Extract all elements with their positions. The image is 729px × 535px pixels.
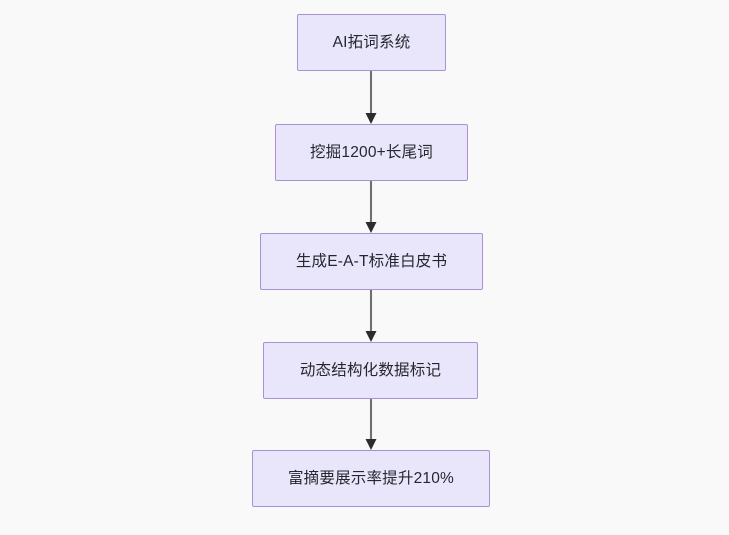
edge-n2-n3 bbox=[365, 181, 377, 233]
flow-node-generate-eat-whitepaper[interactable]: 生成E-A-T标准白皮书 bbox=[260, 233, 483, 290]
flow-node-label: 挖掘1200+长尾词 bbox=[309, 143, 434, 161]
flow-node-ai-keyword-system[interactable]: AI拓词系统 bbox=[297, 14, 446, 71]
flow-node-label: 生成E-A-T标准白皮书 bbox=[295, 252, 448, 270]
flow-node-label: AI拓词系统 bbox=[332, 33, 411, 51]
arrowhead-icon bbox=[365, 439, 377, 450]
flow-node-mine-longtail-keywords[interactable]: 挖掘1200+长尾词 bbox=[275, 124, 468, 181]
edge-n3-n4 bbox=[365, 290, 377, 342]
edge-n4-n5 bbox=[365, 399, 377, 450]
flow-node-label: 动态结构化数据标记 bbox=[299, 361, 442, 379]
flow-node-dynamic-structured-data-markup[interactable]: 动态结构化数据标记 bbox=[263, 342, 478, 399]
flow-node-label: 富摘要展示率提升210% bbox=[287, 469, 455, 487]
arrowhead-icon bbox=[365, 222, 377, 233]
arrowhead-icon bbox=[365, 331, 377, 342]
arrowhead-icon bbox=[365, 113, 377, 124]
flow-node-rich-snippet-rate-increase[interactable]: 富摘要展示率提升210% bbox=[252, 450, 490, 507]
edge-n1-n2 bbox=[365, 71, 377, 124]
